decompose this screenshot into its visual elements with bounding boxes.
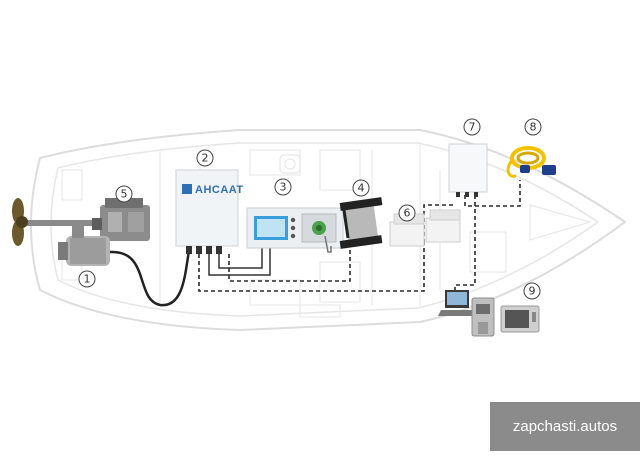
shore-power-cable-icon [506,146,556,178]
motor-icon [58,224,110,266]
controller-box-icon: AHCAAT [175,169,244,254]
propeller-icon [12,198,110,246]
callout-9-label: 9 [529,285,536,298]
motor-cable [109,244,192,307]
brand-label: AHCAAT [195,184,244,196]
control-panel-icon [246,207,344,253]
watermark: zapchasti.autos [490,402,640,451]
callout-1: 1 [78,270,96,288]
dashed-cables [198,180,521,292]
callout-9: 9 [523,282,541,300]
appliances-icon [438,290,540,337]
callout-2: 2 [196,149,214,167]
callout-1-label: 1 [84,273,91,286]
callout-7-label: 7 [469,121,476,134]
callout-5: 5 [115,185,133,203]
callout-4: 4 [352,179,370,197]
watermark-text: zapchasti.autos [512,418,618,435]
callout-6: 6 [398,204,416,222]
callout-4-label: 4 [358,182,365,195]
callout-3: 3 [274,178,292,196]
callout-6-label: 6 [404,207,411,220]
callout-8: 8 [524,118,542,136]
callout-5-label: 5 [121,188,128,201]
hydrogenerator-icon [339,197,383,249]
panel-cables [208,248,271,276]
callout-2-label: 2 [202,152,209,165]
charger-box-icon [448,143,488,197]
gearbox-engine-icon [92,198,150,241]
callout-8-label: 8 [530,121,537,134]
callout-7: 7 [463,118,481,136]
callout-3-label: 3 [280,181,287,194]
